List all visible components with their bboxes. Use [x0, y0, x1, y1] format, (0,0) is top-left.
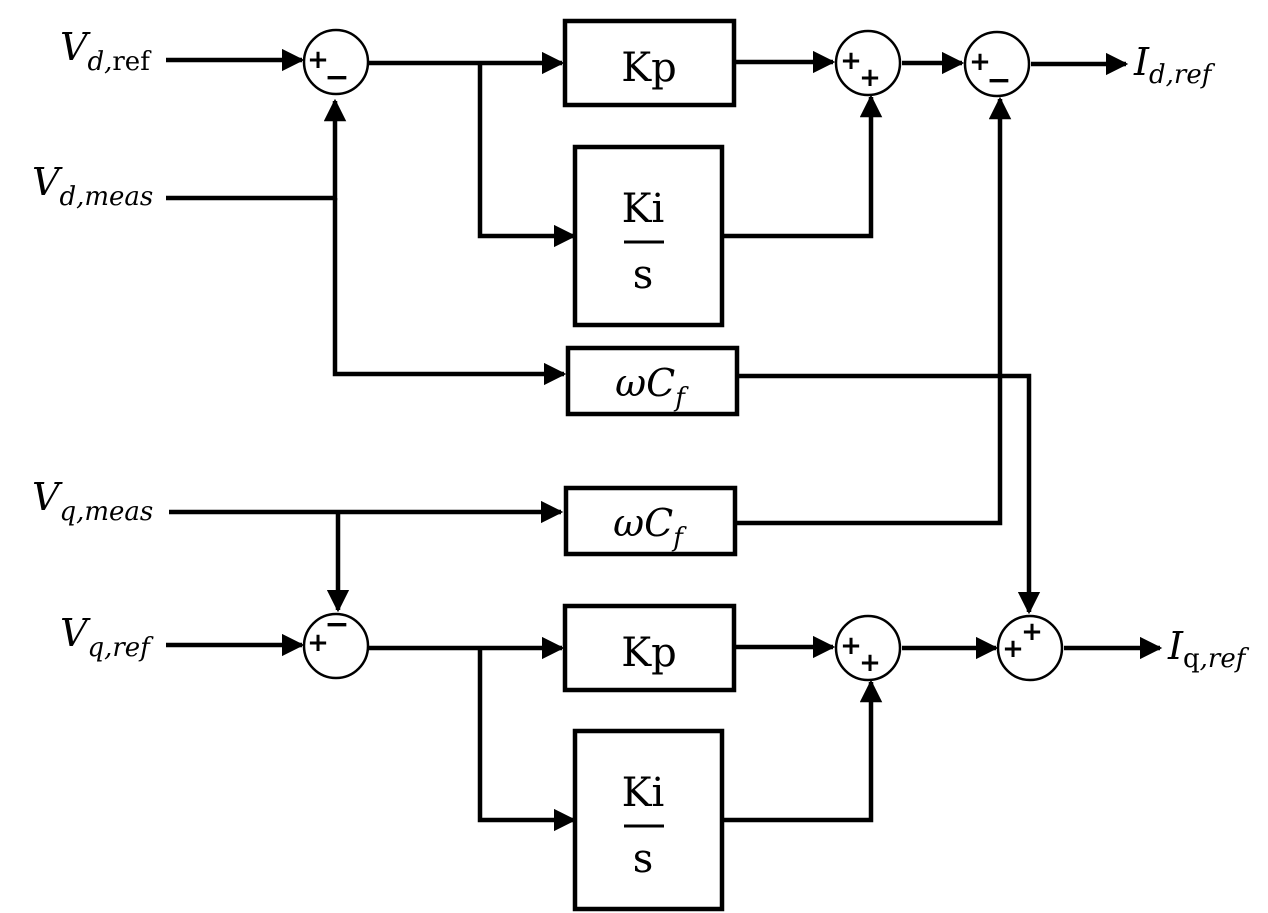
wcf-main: ωC [615, 361, 675, 405]
ki-block-q: Ki s [572, 728, 725, 912]
wcf-block-bottom: ωCf [563, 485, 738, 557]
label-main: I [1167, 624, 1184, 668]
sum-junction-q-error: + − [302, 607, 370, 680]
input-label-vd-meas: Vd,meas [32, 160, 153, 212]
sign-plus: + [1002, 634, 1024, 664]
sign-plus: + [859, 63, 881, 93]
input-label-vd-ref: Vd,ref [60, 25, 152, 77]
wcf-main: ωC [613, 501, 673, 545]
wcf-block-top: ωCf [565, 345, 740, 417]
output-label-id-ref: Id,ref [1133, 40, 1216, 90]
wire-wcf-top-to-sum-q-out [738, 373, 1041, 615]
sign-plus: + [859, 648, 881, 678]
sum-junction-q-out: + + [996, 614, 1064, 682]
label-sub-upright: ref [112, 47, 152, 77]
label-sub-italic: q,ref [87, 633, 154, 663]
sign-plus: + [307, 628, 329, 658]
ki-numerator: Ki [622, 770, 665, 816]
sum-junction-q-pi: + + [834, 614, 902, 682]
kp-block-d: Kp [562, 18, 737, 108]
wire-ki-to-sum5 [722, 679, 883, 823]
sign-plus: + [840, 46, 862, 76]
sign-minus: − [324, 60, 349, 95]
label-sub-italic: q,meas [59, 497, 153, 527]
sign-plus: + [969, 47, 991, 77]
kp-label: Kp [621, 45, 677, 91]
sum-junction-d-pi: + + [834, 29, 902, 97]
wire-vdmeas-to-sum1 [166, 98, 347, 201]
sum-junction-d-error: + − [302, 28, 370, 96]
label-sub-italic: d,ref [1149, 60, 1216, 90]
label-sub-upright: q [1183, 644, 1200, 674]
sum-junction-d-out: + − [963, 30, 1031, 98]
label-main: V [60, 611, 91, 655]
input-label-vq-meas: Vq,meas [32, 475, 153, 527]
output-label-iq-ref: Iq,ref [1167, 624, 1250, 674]
sign-plus: + [1021, 617, 1043, 647]
ki-numerator: Ki [622, 186, 665, 232]
kp-block-q: Kp [562, 603, 737, 693]
wcf-label: ωCf [613, 501, 687, 553]
label-main: I [1133, 40, 1150, 84]
wire-wcf-bottom-to-sum-d-out [736, 96, 1012, 526]
kp-label: Kp [621, 630, 677, 676]
label-sub-italic: ,ref [1200, 644, 1250, 674]
ki-denominator: s [633, 252, 654, 298]
wire-sum1-to-ki [477, 63, 577, 248]
wire-sum4-to-ki [477, 648, 577, 832]
label-main: V [60, 25, 91, 69]
sign-minus: − [986, 63, 1011, 98]
sign-plus: + [307, 45, 329, 75]
label-sub-italic: d,meas [59, 182, 153, 212]
label-main: V [32, 160, 63, 204]
ki-block-d: Ki s [572, 144, 725, 328]
label-main: V [32, 475, 63, 519]
sign-minus: − [324, 607, 349, 642]
label-sub-italic: d, [87, 47, 112, 77]
ki-denominator: s [633, 836, 654, 882]
sign-plus: + [840, 631, 862, 661]
wire-ki-to-sum2 [722, 94, 883, 239]
input-label-vq-ref: Vq,ref [60, 611, 154, 663]
wire-vdmeas-to-wcf-top [332, 198, 567, 386]
